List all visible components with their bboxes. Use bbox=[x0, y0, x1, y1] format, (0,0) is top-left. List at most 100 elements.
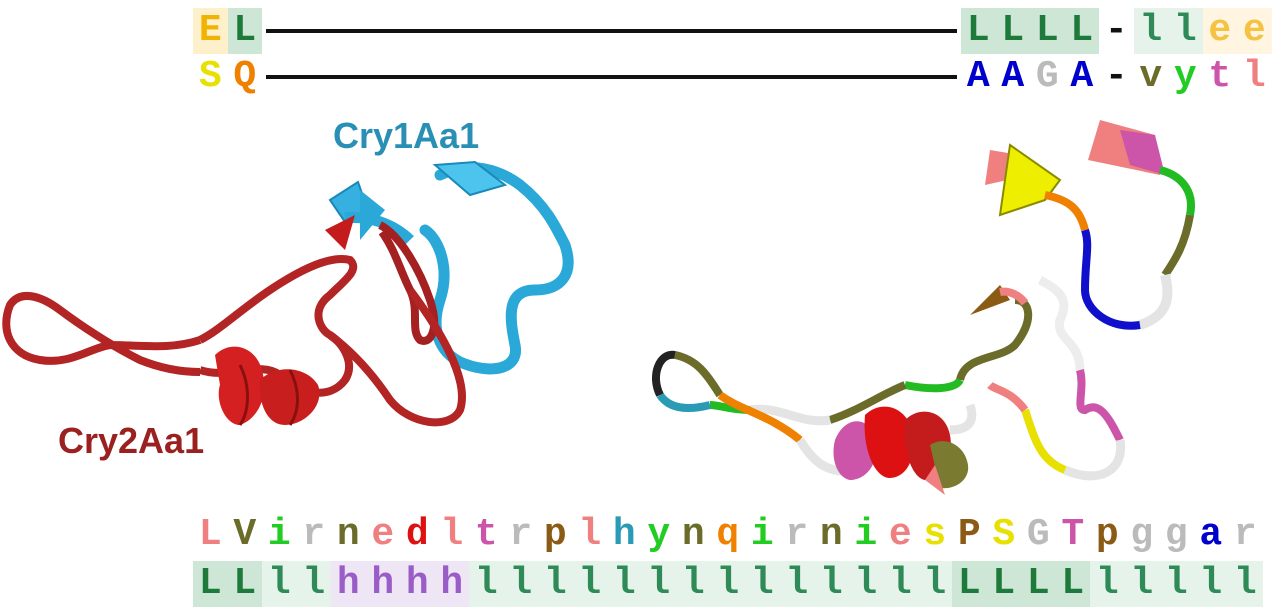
sequence-residue: g bbox=[1130, 513, 1154, 556]
sequence-residue: p bbox=[1095, 513, 1119, 556]
sequence-residue: i bbox=[854, 513, 878, 556]
residue-cell: L bbox=[1030, 8, 1065, 54]
sequence-residue: s bbox=[923, 513, 947, 556]
structure-code: L bbox=[1055, 561, 1090, 607]
structure-code: l bbox=[883, 561, 918, 607]
residue-cell: A bbox=[966, 55, 990, 98]
sequence-residue: V bbox=[233, 513, 257, 556]
sequence-residue: r bbox=[785, 513, 809, 556]
sequence-residue: P bbox=[957, 513, 981, 556]
sequence-residue: t bbox=[474, 513, 498, 556]
sequence-residue: G bbox=[1026, 513, 1050, 556]
structure-code: l bbox=[572, 561, 607, 607]
residue-cell: e bbox=[1237, 8, 1272, 54]
structure-code: l bbox=[538, 561, 573, 607]
residue-cell: t bbox=[1208, 55, 1232, 98]
residue-cell: Q bbox=[233, 55, 257, 98]
sequence-residue: p bbox=[543, 513, 567, 556]
sequence-residue: r bbox=[302, 513, 326, 556]
residue-cell: A bbox=[1001, 55, 1025, 98]
residue-cell: A bbox=[1070, 55, 1094, 98]
sequence-residue: l bbox=[440, 513, 464, 556]
residue-cell: G bbox=[1035, 55, 1059, 98]
sequence-residue: y bbox=[647, 513, 671, 556]
label-cry1aa1: Cry1Aa1 bbox=[333, 115, 480, 156]
structure-code: l bbox=[296, 561, 331, 607]
structure-code: L bbox=[227, 561, 262, 607]
sequence-residue: r bbox=[509, 513, 533, 556]
structure-code: L bbox=[193, 561, 228, 607]
label-cry2aa1: Cry2Aa1 bbox=[58, 420, 205, 461]
structure-code: l bbox=[1124, 561, 1159, 607]
sequence-residue: e bbox=[888, 513, 912, 556]
structure-code: l bbox=[469, 561, 504, 607]
sequence-residue: r bbox=[1233, 513, 1257, 556]
residue-cell: L bbox=[961, 8, 996, 54]
residue-cell: l bbox=[1168, 8, 1203, 54]
residue-cell: - bbox=[1104, 9, 1128, 52]
structure-code: l bbox=[814, 561, 849, 607]
gap-line bbox=[266, 75, 957, 79]
sequence-residue: i bbox=[267, 513, 291, 556]
structure-code: l bbox=[262, 561, 297, 607]
structure-code: h bbox=[400, 561, 435, 607]
structure-code: h bbox=[434, 561, 469, 607]
structure-code: l bbox=[1159, 561, 1194, 607]
sequence-residue: a bbox=[1199, 513, 1223, 556]
sequence-residue: n bbox=[681, 513, 705, 556]
sequence-residue: g bbox=[1164, 513, 1188, 556]
structure-code: L bbox=[986, 561, 1021, 607]
structure-code: l bbox=[848, 561, 883, 607]
structure-code: l bbox=[745, 561, 780, 607]
residue-cell: L bbox=[1064, 8, 1099, 54]
sequence-residue: n bbox=[819, 513, 843, 556]
structure-code: l bbox=[917, 561, 952, 607]
sequence-residue: i bbox=[750, 513, 774, 556]
sequence-residue: n bbox=[336, 513, 360, 556]
residue-cell: L bbox=[227, 8, 262, 54]
sequence-residue: L bbox=[198, 513, 222, 556]
structure-code: L bbox=[952, 561, 987, 607]
structure-code: l bbox=[1090, 561, 1125, 607]
cry1aa1-structure bbox=[328, 160, 574, 375]
residue-cell: v bbox=[1139, 55, 1163, 98]
structure-code: l bbox=[1193, 561, 1228, 607]
residue-cell: - bbox=[1104, 55, 1128, 98]
structure-code: l bbox=[641, 561, 676, 607]
colored-structure bbox=[652, 120, 1195, 495]
structure-code: l bbox=[676, 561, 711, 607]
structure-code: l bbox=[779, 561, 814, 607]
structure-code: l bbox=[710, 561, 745, 607]
structure-code: l bbox=[503, 561, 538, 607]
sequence-residue: l bbox=[578, 513, 602, 556]
residue-cell: S bbox=[198, 55, 222, 98]
residue-cell: L bbox=[995, 8, 1030, 54]
sequence-residue: S bbox=[992, 513, 1016, 556]
residue-cell: E bbox=[193, 8, 228, 54]
cry2aa1-structure bbox=[2, 215, 466, 427]
structure-code: l bbox=[1228, 561, 1263, 607]
sequence-residue: T bbox=[1061, 513, 1085, 556]
sequence-residue: d bbox=[405, 513, 429, 556]
residue-cell: e bbox=[1202, 8, 1237, 54]
structure-code: L bbox=[1021, 561, 1056, 607]
gap-line bbox=[266, 29, 957, 33]
sequence-residue: e bbox=[371, 513, 395, 556]
residue-cell: l bbox=[1133, 8, 1168, 54]
sequence-residue: q bbox=[716, 513, 740, 556]
residue-cell: l bbox=[1242, 55, 1266, 98]
structure-code: l bbox=[607, 561, 642, 607]
sequence-residue: h bbox=[612, 513, 636, 556]
residue-cell: y bbox=[1173, 55, 1197, 98]
structure-code: h bbox=[365, 561, 400, 607]
structure-code: h bbox=[331, 561, 366, 607]
